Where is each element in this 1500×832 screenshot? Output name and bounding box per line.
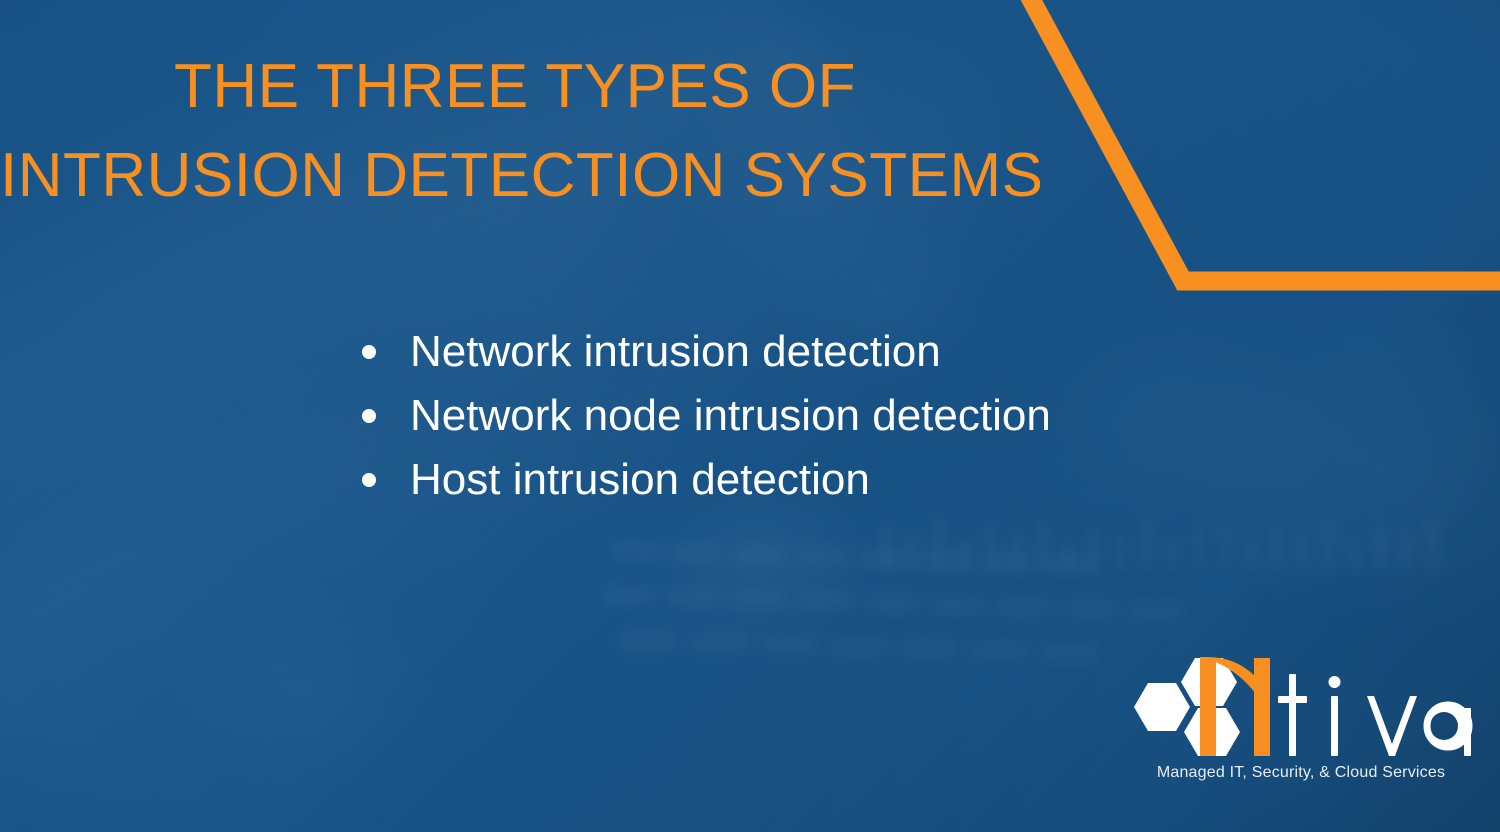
list-item: Host intrusion detection: [362, 448, 1051, 512]
title-line-1: THE THREE TYPES OF: [174, 52, 856, 121]
hexagon-cluster-icon: [1134, 658, 1240, 756]
letter-n-accent: [1200, 656, 1270, 756]
letter-tiva: [1278, 674, 1473, 756]
logo-tagline: Managed IT, Security, & Cloud Services: [1156, 764, 1446, 781]
list-item: Network node intrusion detection: [362, 384, 1051, 448]
list-item-label: Host intrusion detection: [410, 455, 870, 504]
title-line-2: INTRUSION DETECTION SYSTEMS: [0, 141, 1044, 211]
page-title: THE THREE TYPES OF INTRUSION DETECTION S…: [0, 42, 1044, 221]
list-item: Network intrusion detection: [362, 320, 1051, 384]
bullet-dot-icon: [362, 409, 376, 423]
bullet-list: Network intrusion detection Network node…: [362, 320, 1051, 512]
list-item-label: Network node intrusion detection: [410, 391, 1051, 440]
bullet-dot-icon: [362, 345, 376, 359]
list-item-label: Network intrusion detection: [410, 327, 941, 376]
ntiva-logo: Managed IT, Security, & Cloud Services: [1126, 652, 1476, 802]
bullet-dot-icon: [362, 473, 376, 487]
logo-mark: [1134, 656, 1473, 756]
